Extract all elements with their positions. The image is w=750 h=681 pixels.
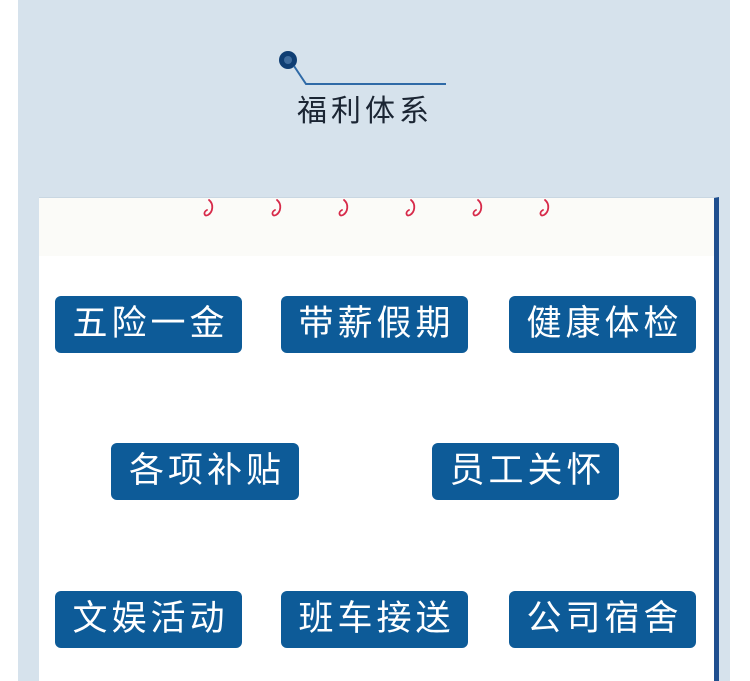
benefit-tag-shuttle-bus: 班车接送: [281, 591, 468, 648]
page-title: 福利体系: [297, 94, 433, 129]
spiral-ring-icon: [539, 199, 550, 217]
spiral-ring-icon: [472, 199, 483, 217]
benefit-tag-recreation: 文娱活动: [55, 591, 242, 648]
benefit-tag-health-check: 健康体检: [509, 296, 696, 353]
benefit-tag-allowances: 各项补贴: [111, 443, 299, 500]
benefit-tag-dormitory: 公司宿舍: [509, 591, 696, 648]
spiral-ring-icon: [338, 199, 349, 217]
benefit-tag-social-insurance: 五险一金: [55, 296, 242, 353]
benefit-tag-paid-leave: 带薪假期: [281, 296, 468, 353]
benefits-notebook: 五险一金 带薪假期 健康体检 各项补贴 员工关怀 文娱活动 班车接送 公司宿舍: [39, 197, 719, 681]
spiral-ring-icon: [271, 199, 282, 217]
spiral-ring-icon: [203, 199, 214, 217]
spiral-ring-icon: [405, 199, 416, 217]
benefit-tag-employee-care: 员工关怀: [432, 443, 619, 500]
connector-line-icon: [279, 51, 446, 85]
notebook-header-strip: [39, 198, 714, 256]
